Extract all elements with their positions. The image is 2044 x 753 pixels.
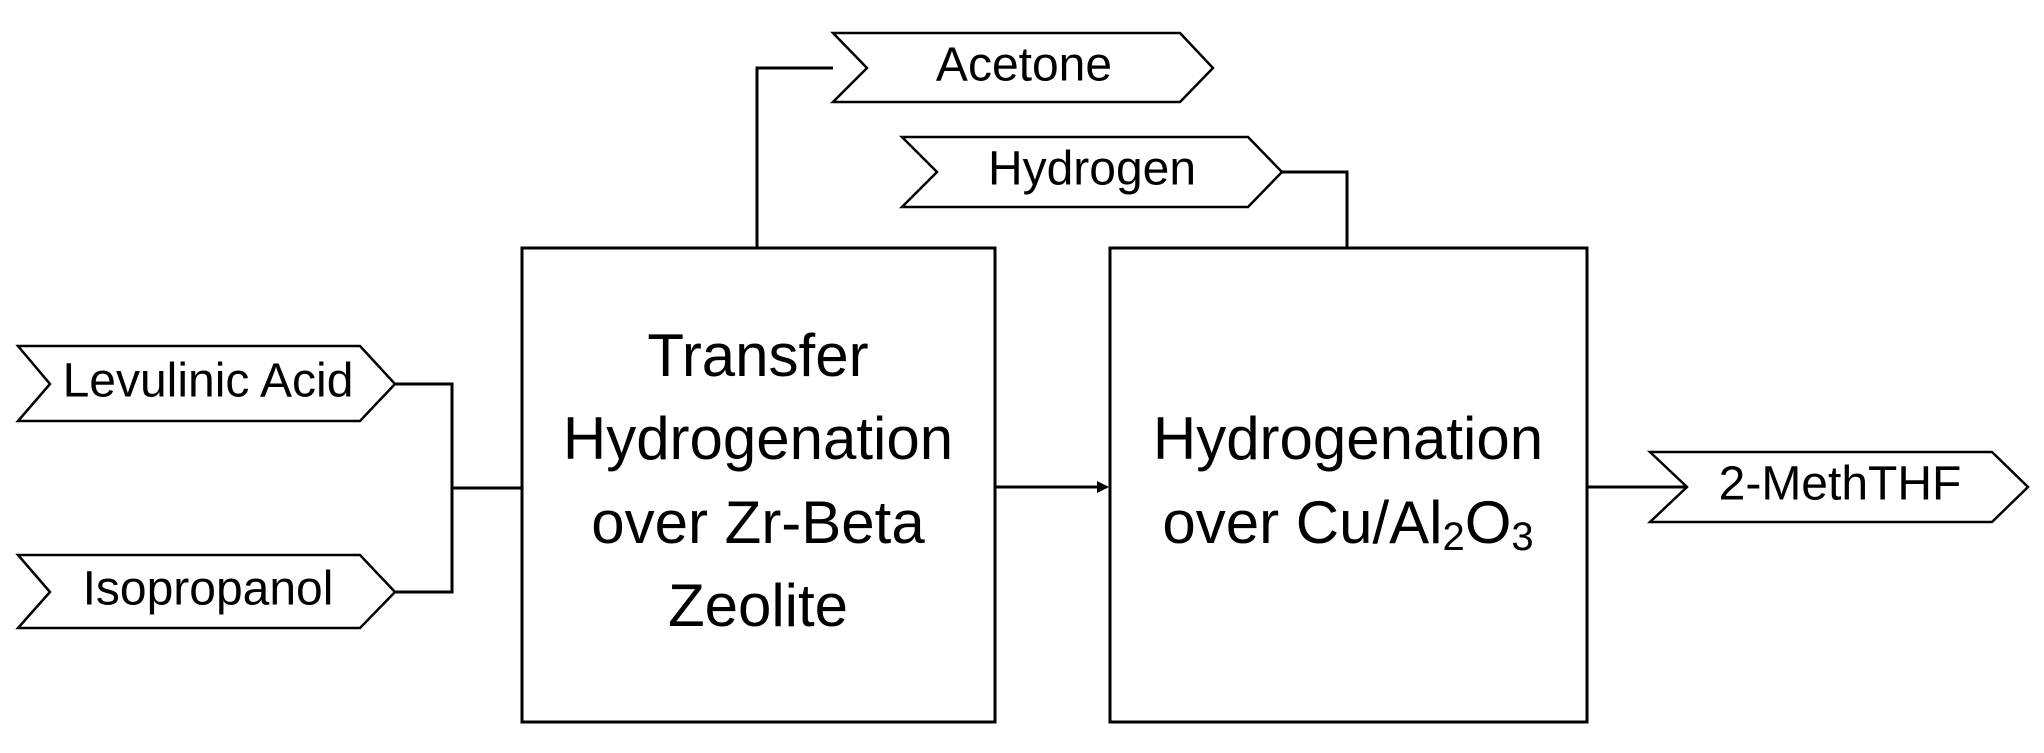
2-meththf-tag: [1646, 450, 2030, 524]
acetone-tag: [829, 31, 1215, 104]
levulinic-acid-tag: [15, 344, 397, 423]
reactor1-line1: Transfer: [647, 322, 868, 389]
2-meththf-label: 2-MethTHF: [1719, 458, 1962, 511]
hydrogen-label: Hydrogen: [988, 143, 1196, 196]
hydrogen-feed-line: [1282, 170, 1349, 248]
isopropanol-tag: [15, 553, 397, 630]
reactor2-subscript-2: 2: [1442, 515, 1464, 559]
reactor1-line2: Hydrogenation: [563, 405, 953, 472]
isopropanol-feed-line: [395, 488, 454, 594]
reactor2-subscript-3: 3: [1511, 515, 1533, 559]
reactor2-line2-prefix: over Cu/Al: [1162, 489, 1442, 556]
reactor1-line3: over Zr-Beta: [591, 489, 925, 556]
reactor2-line2: over Cu/Al2O3: [1162, 489, 1533, 559]
acetone-vent-line: [755, 66, 833, 248]
levulinic-acid-label: Levulinic Acid: [63, 355, 354, 408]
acetone-label: Acetone: [936, 39, 1112, 92]
reactor2-oxygen: O: [1465, 489, 1512, 556]
hydrogenation-reactor-box: [1108, 246, 1589, 724]
reactor1-line4: Zeolite: [668, 572, 848, 639]
hydrogen-tag: [898, 135, 1284, 209]
isopropanol-label: Isopropanol: [83, 563, 334, 616]
transfer-hydrogenation-reactor-box: [520, 246, 997, 724]
reactor2-line1: Hydrogenation: [1153, 405, 1543, 472]
levulinic-acid-feed-line: [395, 382, 454, 488]
